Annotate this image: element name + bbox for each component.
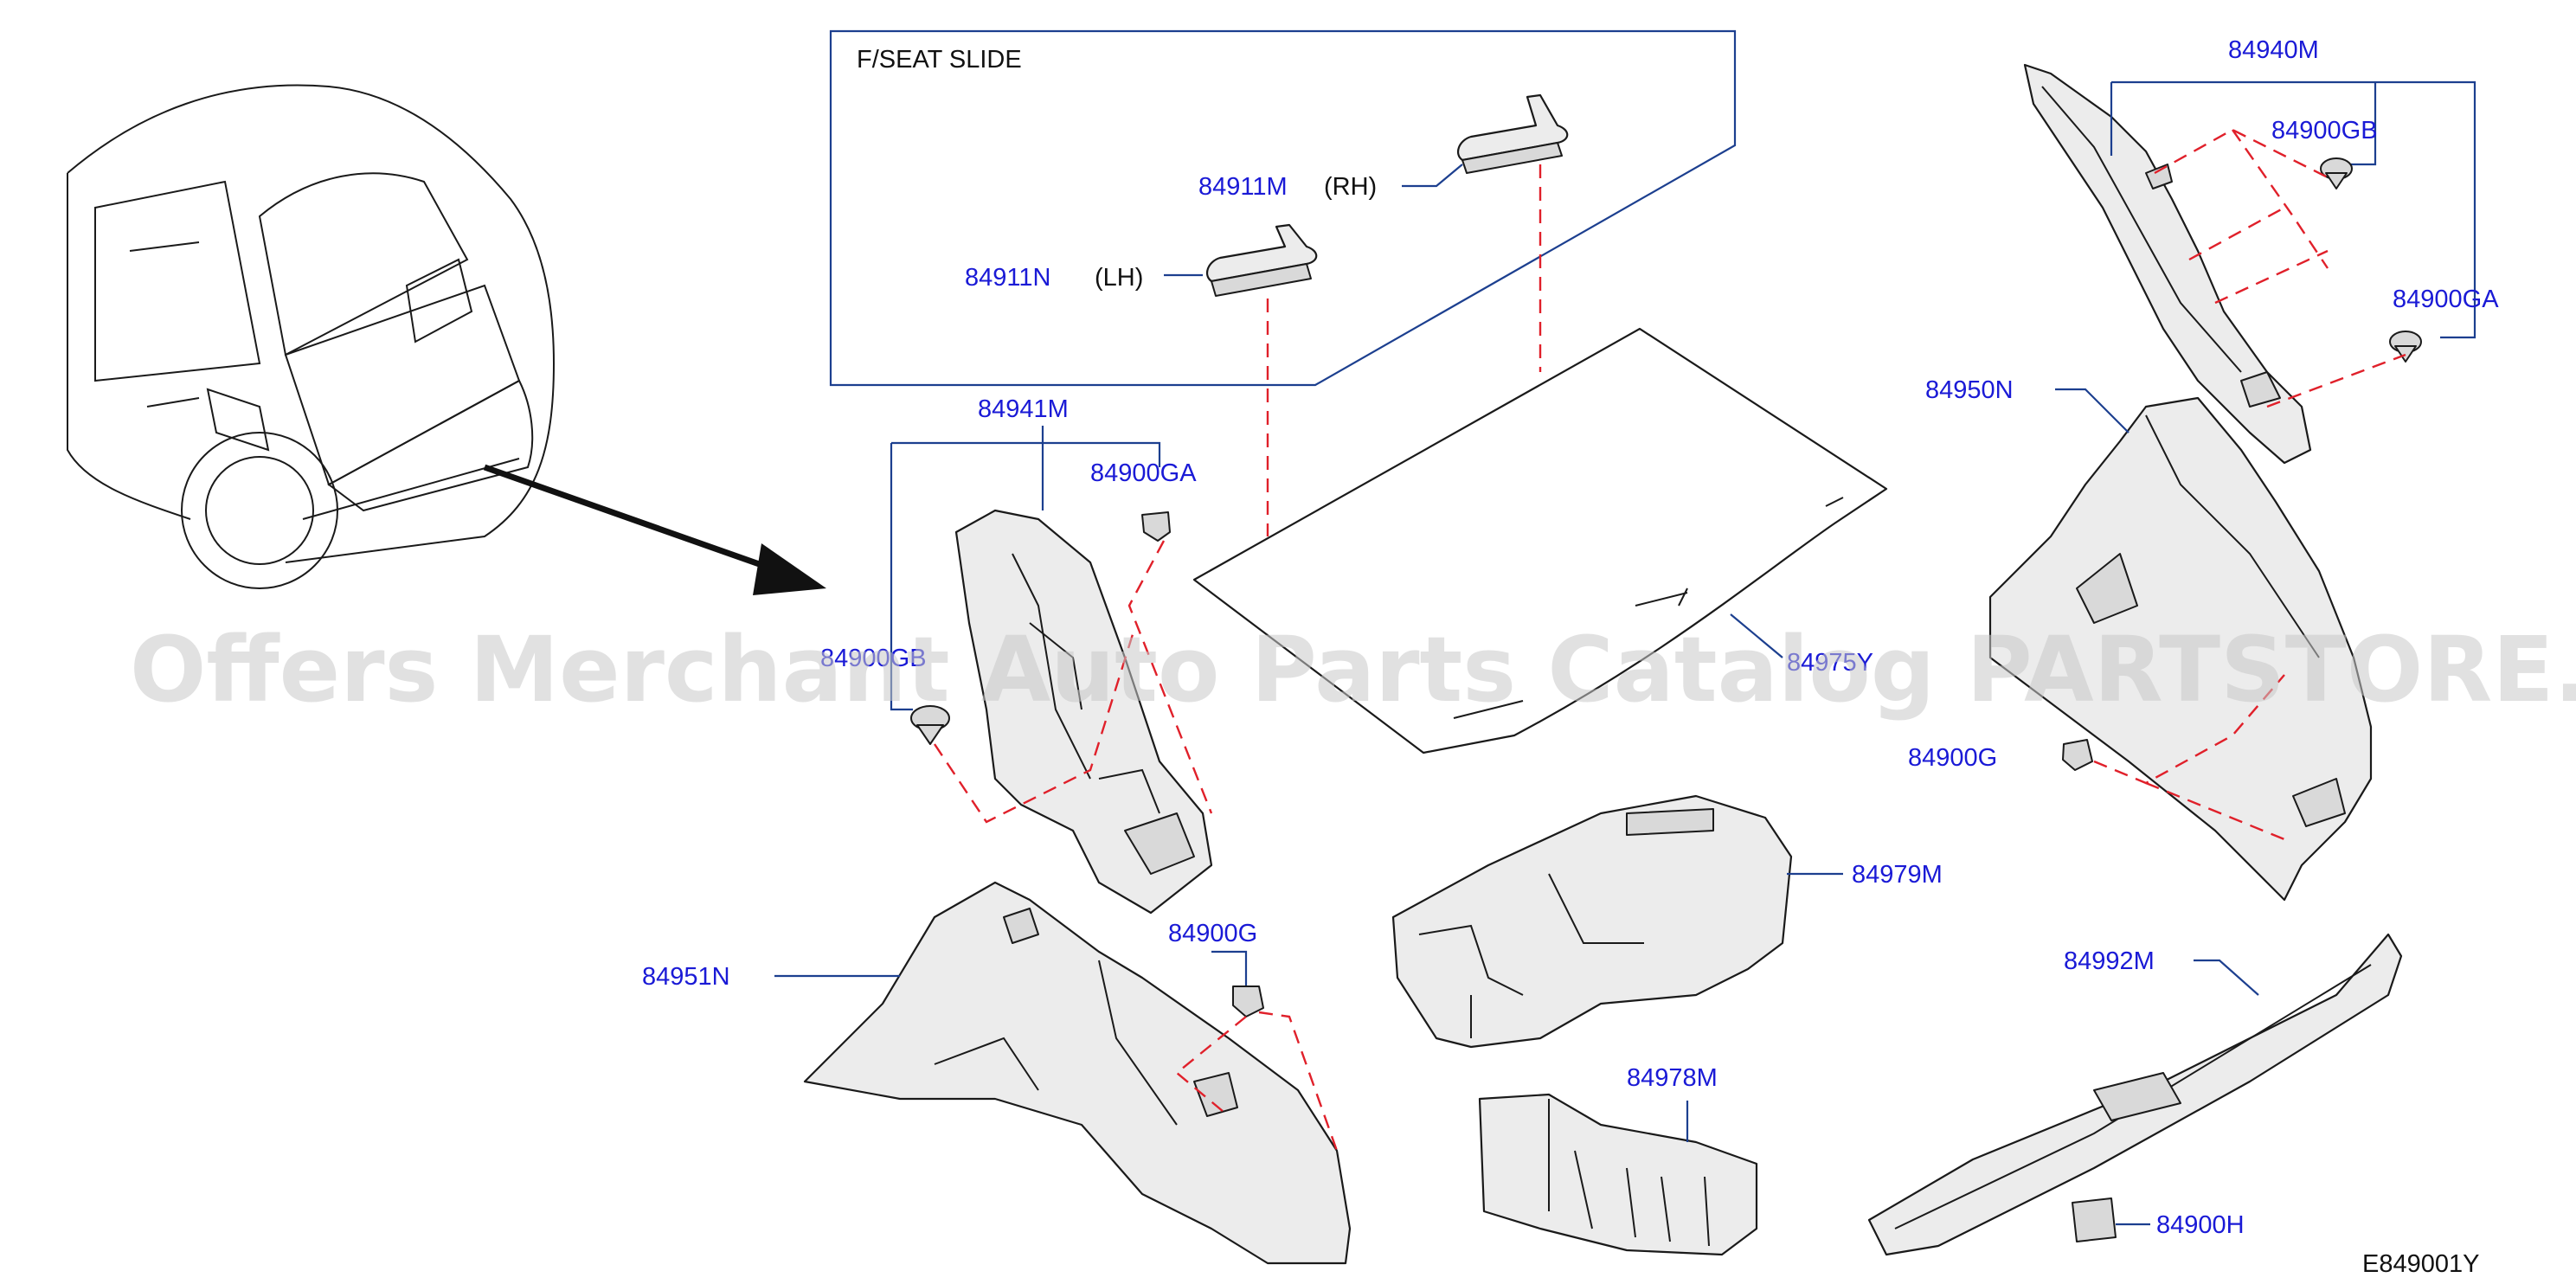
label-rh: (RH) bbox=[1324, 173, 1377, 201]
label-84900GA-right[interactable]: 84900GA bbox=[2393, 286, 2499, 313]
part-84951N-wheelhouse-trim[interactable] bbox=[803, 881, 1352, 1265]
clip-84900G-left[interactable] bbox=[1232, 985, 1264, 1018]
inset-box-fseat-slide: F/SEAT SLIDE 84911M (RH) 84911N (LH) bbox=[829, 29, 1737, 387]
part-84978M-foam-block[interactable] bbox=[1478, 1093, 1758, 1256]
label-84992M[interactable]: 84992M bbox=[2064, 947, 2155, 975]
label-84900GA-left[interactable]: 84900GA bbox=[1090, 459, 1197, 487]
label-84950N[interactable]: 84950N bbox=[1925, 376, 2014, 404]
label-84900H[interactable]: 84900H bbox=[2156, 1211, 2245, 1239]
watermark-text: Offers Merchant Auto Parts Catalog PARTS… bbox=[130, 617, 2576, 722]
label-84940M[interactable]: 84940M bbox=[2228, 36, 2319, 64]
part-84940M-upper-trim[interactable] bbox=[2023, 63, 2312, 465]
clip-84900GA-left[interactable] bbox=[1141, 511, 1171, 542]
label-lh: (LH) bbox=[1095, 264, 1143, 292]
label-84911N[interactable]: 84911N bbox=[965, 264, 1050, 292]
clip-84900GB-left[interactable] bbox=[910, 705, 950, 745]
part-84911N-handle[interactable] bbox=[1205, 223, 1318, 297]
clip-84900GB-right[interactable] bbox=[2320, 157, 2353, 189]
label-84900GB-left[interactable]: 84900GB bbox=[820, 645, 927, 672]
part-84950N-wheelhouse-trim[interactable] bbox=[1988, 396, 2373, 902]
label-84900G-right[interactable]: 84900G bbox=[1908, 744, 1997, 772]
label-84900GB-right[interactable]: 84900GB bbox=[2271, 117, 2378, 144]
label-84975Y[interactable]: 84975Y bbox=[1787, 649, 1873, 677]
vehicle-illustration bbox=[67, 84, 556, 589]
part-84992M-rear-plate[interactable] bbox=[1867, 933, 2403, 1256]
arrow-pointer bbox=[483, 464, 826, 595]
inset-title: F/SEAT SLIDE bbox=[857, 46, 1022, 74]
clip-84900H[interactable] bbox=[2072, 1197, 2117, 1242]
label-84911M[interactable]: 84911M bbox=[1198, 173, 1288, 201]
label-84941M[interactable]: 84941M bbox=[978, 395, 1069, 423]
clip-84900G-right[interactable] bbox=[2062, 739, 2093, 771]
label-84979M[interactable]: 84979M bbox=[1852, 861, 1943, 889]
part-84979M-tool-tray[interactable] bbox=[1391, 794, 1793, 1049]
part-84975Y-floor-board[interactable] bbox=[1192, 327, 1888, 754]
part-84941M-pillar-trim[interactable] bbox=[954, 509, 1213, 915]
label-84978M[interactable]: 84978M bbox=[1627, 1064, 1718, 1092]
label-84951N[interactable]: 84951N bbox=[642, 963, 730, 991]
part-84911M-handle[interactable] bbox=[1456, 93, 1569, 174]
label-84900G-left[interactable]: 84900G bbox=[1168, 920, 1257, 947]
figure-code: E849001Y bbox=[2362, 1250, 2479, 1278]
clip-84900GA-right[interactable] bbox=[2389, 331, 2422, 363]
